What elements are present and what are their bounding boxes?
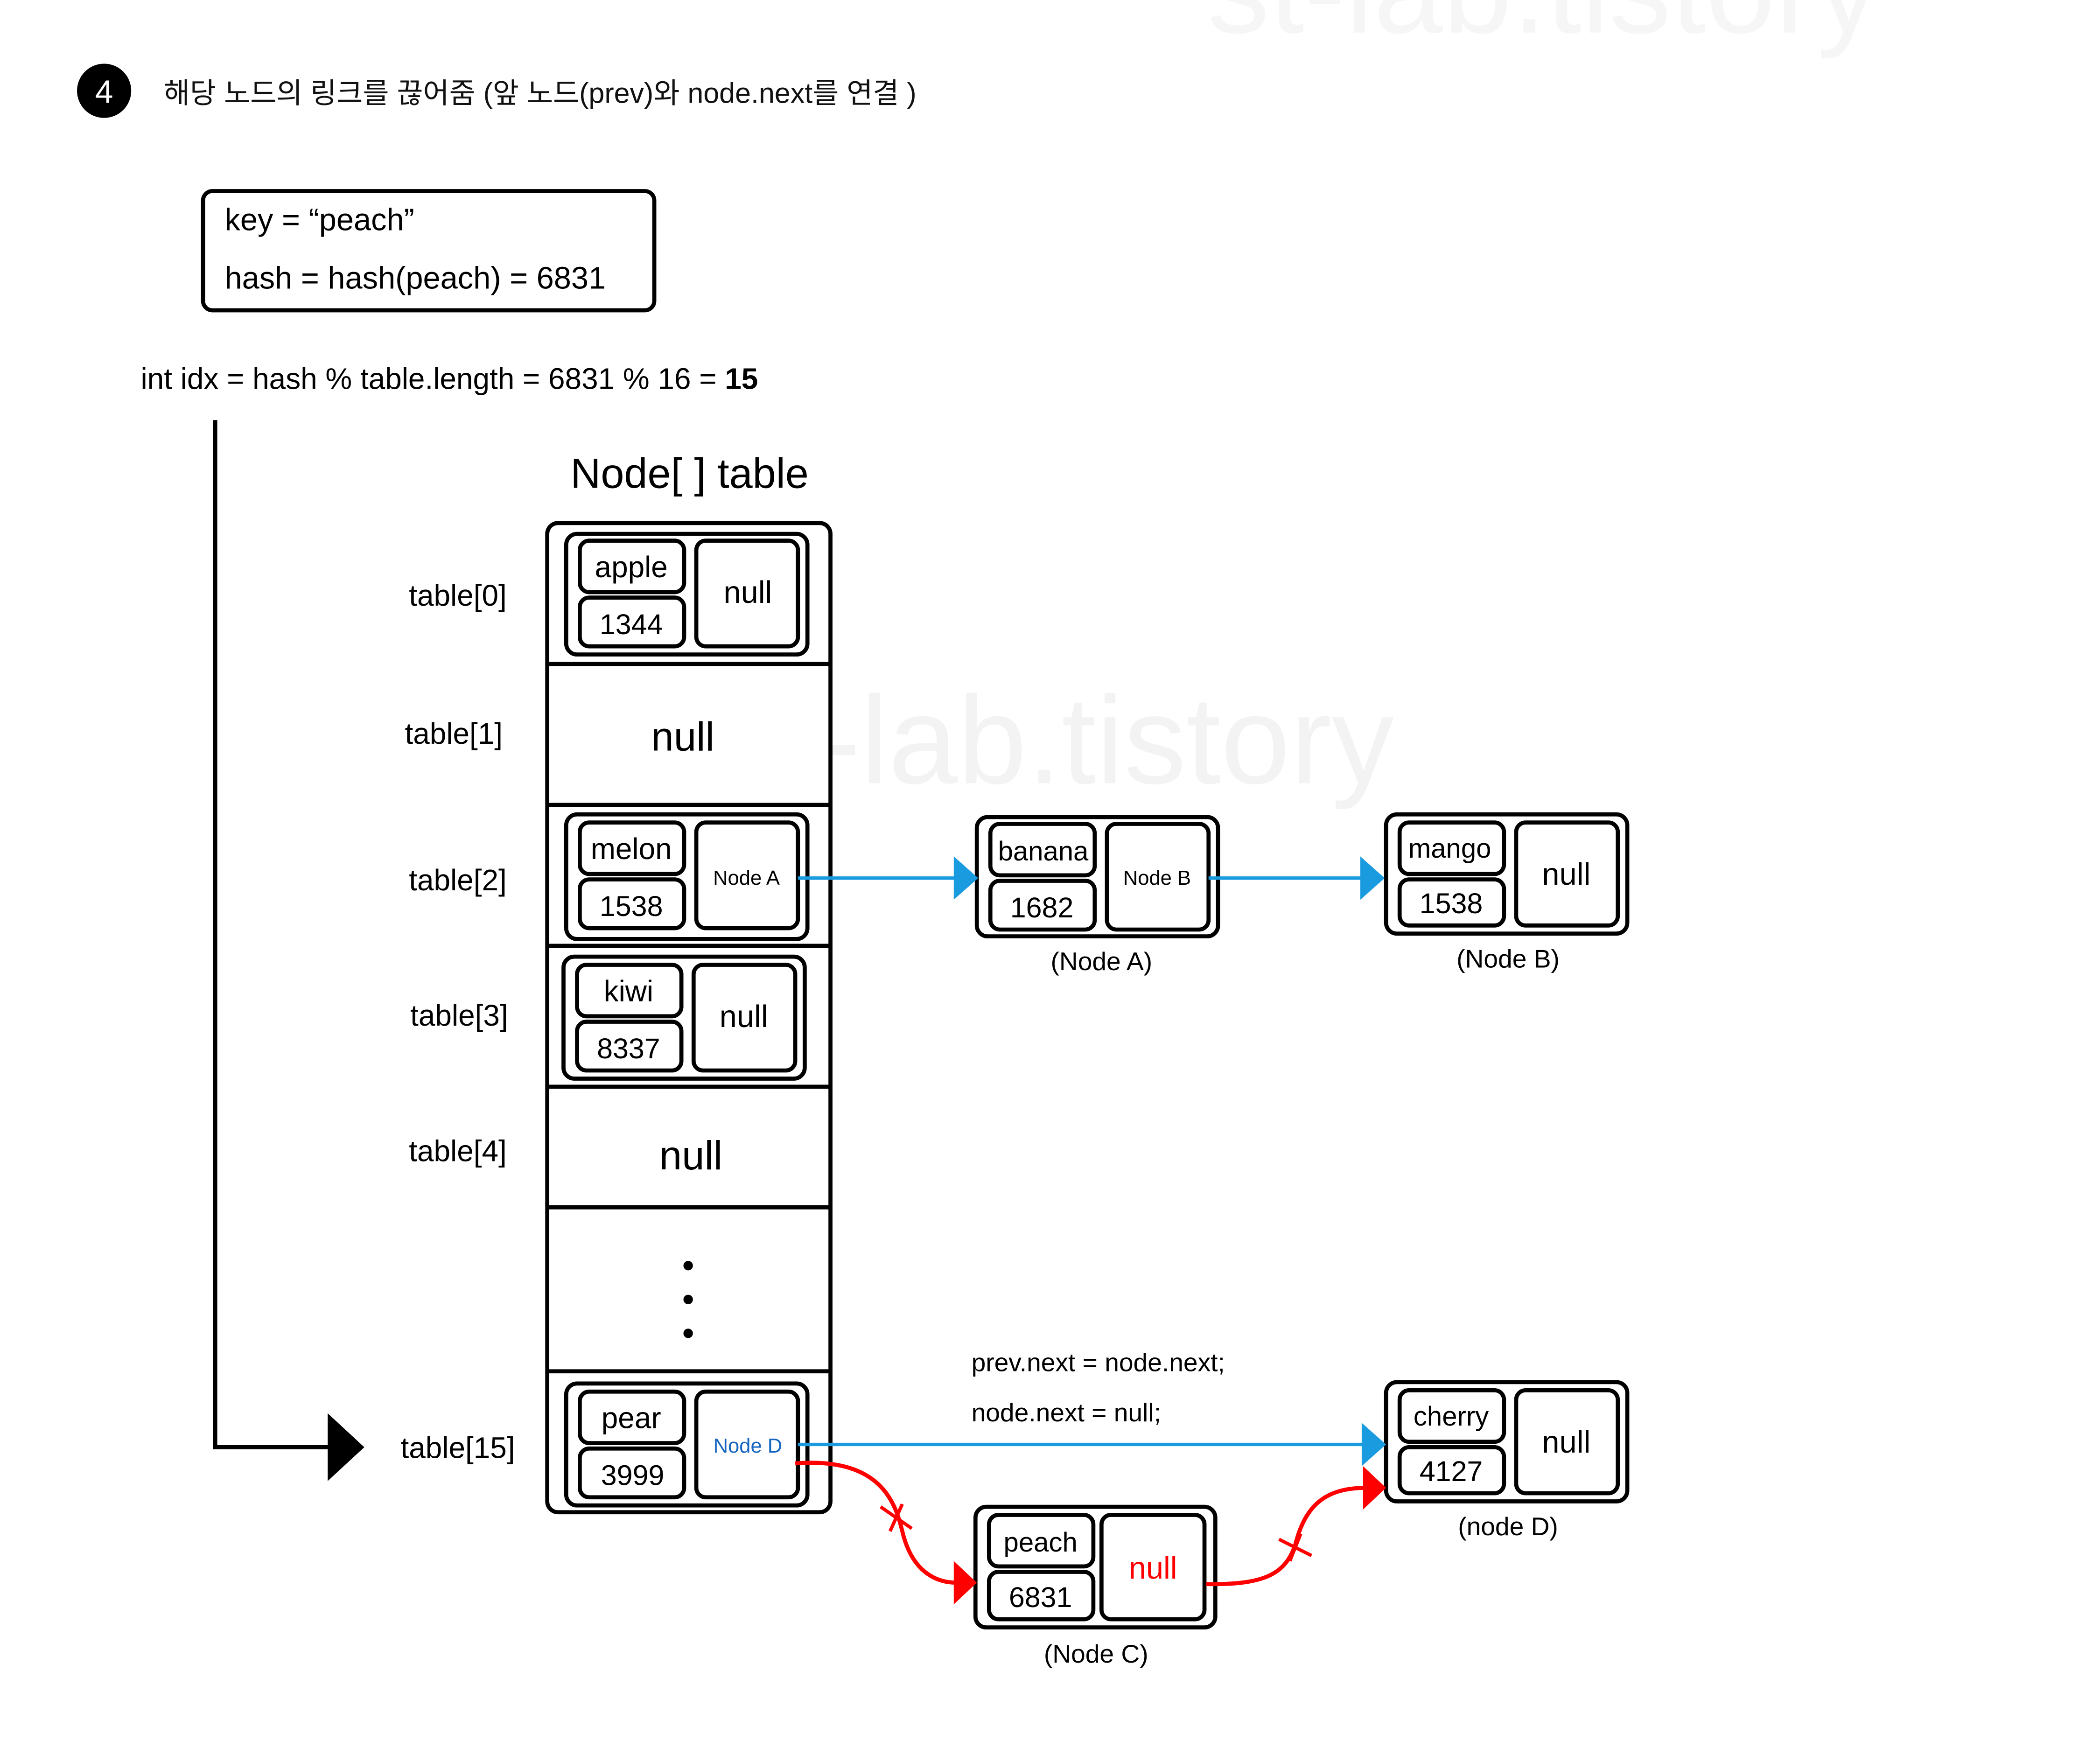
severed-link-node-c-to-node-d xyxy=(1205,1466,1386,1587)
node-caption: (Node B) xyxy=(1456,944,1560,973)
node-hash-cell xyxy=(988,879,1097,932)
table-title: Node[ ] table xyxy=(570,450,808,497)
node-next: null xyxy=(723,575,772,610)
severed-link-line xyxy=(795,1461,957,1585)
node-pear: pear 3999 Node D xyxy=(564,1381,810,1508)
table-label-4: table[4] xyxy=(409,1134,507,1168)
step-number-badge xyxy=(77,63,132,118)
node-hash-cell xyxy=(1397,1445,1506,1496)
table-4-null: null xyxy=(659,1133,723,1178)
node-key-cell xyxy=(1397,820,1506,876)
node-next: null xyxy=(1542,857,1590,892)
node-hash-cell xyxy=(987,1570,1096,1622)
node-hash: 1538 xyxy=(600,890,663,922)
key-box xyxy=(201,189,657,313)
node-key: mango xyxy=(1408,833,1491,864)
node-key: pear xyxy=(602,1401,661,1435)
node-next-cell xyxy=(1514,820,1620,928)
step-number: 4 xyxy=(95,74,113,110)
index-pointer-line xyxy=(213,420,333,1449)
hash-line: hash = hash(peach) = 6831 xyxy=(225,261,606,296)
node-key-cell xyxy=(988,822,1097,878)
node-key: apple xyxy=(595,550,668,584)
node-next-cell xyxy=(694,538,800,649)
link-node-a-to-node-b xyxy=(1208,856,1385,900)
node-key-cell xyxy=(577,1389,686,1445)
table-label-2: table[2] xyxy=(409,863,507,897)
node-hash-cell xyxy=(575,1020,684,1073)
node-hash-cell xyxy=(577,877,686,930)
node-next-cell xyxy=(1099,1513,1207,1622)
table-label-15: table[15] xyxy=(400,1431,515,1465)
link-arrowhead xyxy=(953,856,979,900)
node-caption: (node D) xyxy=(1458,1512,1558,1541)
node-hash: 3999 xyxy=(601,1460,665,1491)
severed-link-pear-to-node-c xyxy=(795,1461,977,1605)
node-key: banana xyxy=(998,836,1089,867)
node-hash: 6831 xyxy=(1009,1581,1072,1613)
index-pointer-arrowhead xyxy=(328,1413,364,1481)
cut-mark xyxy=(1288,1533,1302,1562)
node-key-cell xyxy=(1397,1388,1506,1444)
node-c-peach: peach 6831 null (Node C) xyxy=(973,1504,1218,1668)
node-hash: 1682 xyxy=(1010,892,1074,923)
node-b-mango: mango 1538 null (Node B) xyxy=(1384,812,1630,973)
node-key-cell xyxy=(577,538,686,594)
link-arrowhead xyxy=(1360,856,1385,900)
node-hash-cell xyxy=(1397,877,1506,928)
node-next: Node A xyxy=(713,867,780,889)
node-next-cell xyxy=(1514,1388,1620,1496)
severed-link-arrowhead xyxy=(953,1561,977,1605)
table-label-3: table[3] xyxy=(410,999,508,1032)
node-hash-cell xyxy=(577,595,686,649)
node-hash: 1538 xyxy=(1420,888,1483,919)
node-next: null xyxy=(1542,1425,1590,1460)
step-title: 해당 노드의 링크를 끊어줌 (앞 노드(prev)와 node.next를 연… xyxy=(164,77,917,109)
node-caption: (Node C) xyxy=(1044,1639,1148,1668)
node-next-cell xyxy=(691,963,798,1073)
node-key-cell xyxy=(575,963,684,1019)
node-key-cell xyxy=(577,820,686,876)
node-melon: melon 1538 Node A xyxy=(564,812,810,941)
idx-line: int idx = hash % table.length = 6831 % 1… xyxy=(140,362,758,395)
watermark-top: st-lab.tistory xyxy=(1207,0,1879,60)
table-label-1: table[1] xyxy=(405,717,503,750)
key-line: key = “peach” xyxy=(225,203,414,238)
ellipsis-dot xyxy=(683,1294,693,1304)
watermark: st-lab.tistory xyxy=(722,670,1394,810)
node-key: melon xyxy=(591,832,672,866)
link-arrowhead xyxy=(1361,1423,1386,1466)
cut-mark xyxy=(889,1503,904,1532)
node-next: null xyxy=(1129,1551,1177,1586)
node-next: Node B xyxy=(1123,867,1191,889)
ellipsis-dot xyxy=(683,1261,693,1271)
node-hash: 1344 xyxy=(600,608,663,640)
link-pear-to-node-d xyxy=(798,1423,1386,1466)
node-hash-cell xyxy=(577,1446,686,1500)
code-line-2: node.next = null; xyxy=(972,1398,1161,1427)
node-next: Node D xyxy=(714,1435,783,1457)
link-melon-to-node-a xyxy=(798,856,979,900)
ellipsis-dots xyxy=(683,1261,693,1338)
node-a-banana: banana 1682 Node B (Node A) xyxy=(974,815,1220,976)
code-line-1: prev.next = node.next; xyxy=(972,1348,1225,1377)
node-key: cherry xyxy=(1414,1401,1489,1432)
table-label-0: table[0] xyxy=(409,579,507,612)
severed-link-arrowhead xyxy=(1363,1466,1386,1510)
node-caption: (Node A) xyxy=(1051,947,1153,976)
table-1-null: null xyxy=(651,714,714,760)
ellipsis-dot xyxy=(683,1328,693,1338)
node-d-cherry: cherry 4127 null (node D) xyxy=(1384,1380,1630,1541)
node-next: null xyxy=(720,1000,768,1034)
node-next-cell xyxy=(694,820,800,930)
node-key: kiwi xyxy=(604,974,653,1008)
node-kiwi: kiwi 8337 null xyxy=(561,954,807,1081)
node-hash: 4127 xyxy=(1420,1455,1483,1487)
node-key: peach xyxy=(1004,1527,1078,1558)
severed-link-line xyxy=(1205,1486,1367,1587)
node-key-cell xyxy=(987,1513,1096,1569)
node-hash: 8337 xyxy=(597,1033,660,1064)
node-apple: apple 1344 null xyxy=(564,531,810,657)
